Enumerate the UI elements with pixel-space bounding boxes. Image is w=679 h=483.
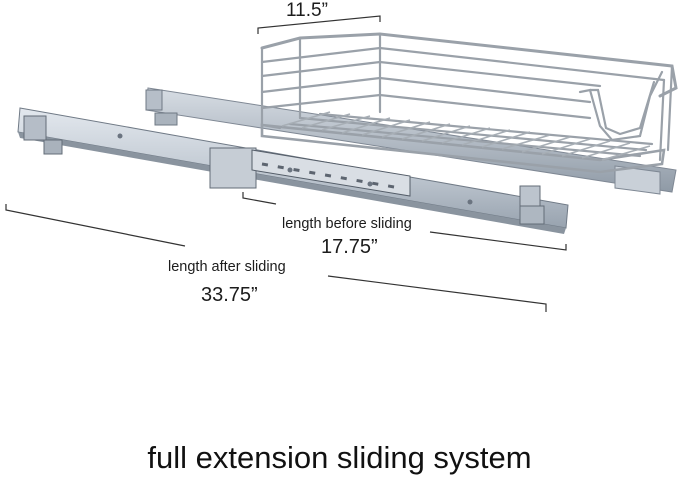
before-dimension-line-left — [242, 192, 277, 205]
width-dimension-line — [257, 15, 381, 34]
width-measurement-label: 11.5” — [286, 0, 328, 21]
front-slide-rail — [17, 107, 569, 234]
length-before-sliding-value: 17.75” — [321, 236, 378, 258]
length-after-sliding-value: 33.75” — [201, 284, 258, 306]
dimension-lines — [5, 15, 567, 312]
before-dimension-line-right — [429, 231, 567, 251]
basket-floor-grid — [281, 111, 651, 161]
caption: full extension sliding system — [147, 440, 532, 475]
length-before-sliding-label: length before sliding — [282, 216, 412, 232]
after-dimension-line-right — [327, 275, 547, 312]
length-after-sliding-label: length after sliding — [168, 259, 286, 275]
after-dimension-line-left — [5, 204, 186, 247]
